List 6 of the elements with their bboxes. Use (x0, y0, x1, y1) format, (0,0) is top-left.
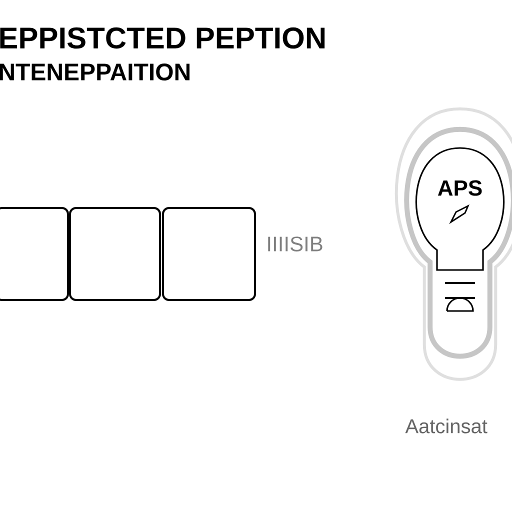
square-box (162, 207, 256, 301)
title: EPPISTCTED PEPTION (0, 27, 325, 49)
subtitle: NTENEPPAITION (0, 64, 190, 80)
text-label: Aatcinsat (405, 418, 488, 434)
square-box (69, 207, 161, 301)
light-bulb-drawing: APS (415, 147, 505, 312)
